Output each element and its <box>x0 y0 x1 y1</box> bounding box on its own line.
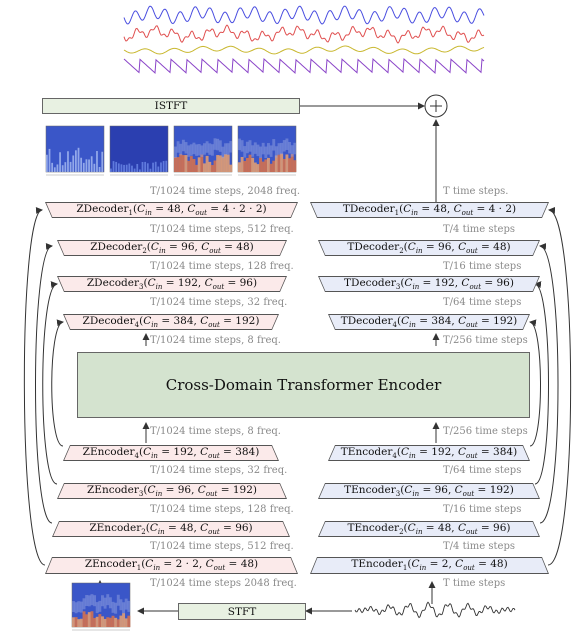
tdecoder-2-label: TDecoder2(Cin = 96, Cout = 48) <box>347 240 511 256</box>
transformer-label: Cross-Domain Transformer Encoder <box>165 376 442 394</box>
tencoder-3-label: TEncoder3(Cin = 96, Cout = 192) <box>344 483 514 499</box>
output-waveforms <box>123 5 485 74</box>
waveform-3 <box>123 45 485 55</box>
spectrogram-input <box>71 582 131 631</box>
istft-block: ISTFT <box>42 98 300 114</box>
zdecoder-1: ZDecoder1(Cin = 48, Cout = 4 · 2 · 2) <box>45 202 298 218</box>
z-annot-dec1: T/1024 time steps, 2048 freq. <box>150 186 301 197</box>
zencoder-4-label: ZEncoder4(Cin = 192, Cout = 384) <box>82 445 260 461</box>
z-annot-enc4: T/1024 time steps, 32 freq. <box>150 465 288 476</box>
zdecoder-2-label: ZDecoder2(Cin = 96, Cout = 48) <box>90 240 254 256</box>
input-waveform <box>354 601 516 619</box>
z-annot-enc1: T/1024 time steps 2048 freq. <box>150 578 297 589</box>
t-annot-dec3: T/16 time steps <box>443 261 522 272</box>
t-annot-dec1: T time steps. <box>443 186 509 197</box>
spectrogram-1 <box>45 125 105 176</box>
waveform-1 <box>123 5 485 25</box>
tencoder-2-label: TEncoder2(Cin = 48, Cout = 96) <box>347 521 511 537</box>
zdecoder-1-label: ZDecoder1(Cin = 48, Cout = 4 · 2 · 2) <box>76 202 267 218</box>
z-annot-dec2: T/1024 time steps, 512 freq. <box>150 224 294 235</box>
zdecoder-2: ZDecoder2(Cin = 96, Cout = 48) <box>57 240 287 256</box>
spectrogram-2 <box>109 125 169 176</box>
zdecoder-4-label: ZDecoder4(Cin = 384, Cout = 192) <box>82 314 260 330</box>
t-annot-enc3: T/16 time steps <box>443 504 522 515</box>
input-spectrogram <box>71 582 131 631</box>
skip-z3 <box>42 281 58 485</box>
zdecoder-3-label: ZDecoder3(Cin = 192, Cout = 96) <box>86 276 258 292</box>
skip-z2 <box>35 243 53 524</box>
z-annot-enc3: T/1024 time steps, 128 freq. <box>150 504 294 515</box>
stft-block: STFT <box>178 603 306 620</box>
t-annot-transformer-above: T/256 time steps <box>443 335 528 346</box>
zencoder-1: ZEncoder1(Cin = 2 · 2, Cout = 48) <box>45 557 298 574</box>
skip-z1 <box>23 207 46 566</box>
input-waveform-line <box>354 601 516 619</box>
tdecoder-4-label: TDecoder4(Cin = 384, Cout = 192) <box>340 314 518 330</box>
t-annot-enc4: T/64 time steps <box>443 465 522 476</box>
tencoder-1-label: TEncoder1(Cin = 2, Cout = 48) <box>351 558 508 573</box>
tdecoder-2: TDecoder2(Cin = 96, Cout = 48) <box>318 240 540 256</box>
tdecoder-4: TDecoder4(Cin = 384, Cout = 192) <box>328 314 530 330</box>
zdecoder-4: ZDecoder4(Cin = 384, Cout = 192) <box>63 314 279 330</box>
tdecoder-1: TDecoder1(Cin = 48, Cout = 4 · 2) <box>310 202 549 218</box>
skip-t1 <box>547 206 572 566</box>
t-annot-transformer-below: T/256 time steps <box>443 426 528 437</box>
zencoder-2: ZEncoder2(Cin = 48, Cout = 96) <box>52 521 290 537</box>
z-annot-transformer-above: T/1024 time steps, 8 freq. <box>150 335 281 346</box>
tdecoder-1-label: TDecoder1(Cin = 48, Cout = 4 · 2) <box>342 202 517 218</box>
z-annot-dec4: T/1024 time steps, 32 freq. <box>150 297 288 308</box>
zencoder-1-label: ZEncoder1(Cin = 2 · 2, Cout = 48) <box>84 558 259 573</box>
zencoder-3: ZEncoder3(Cin = 96, Cout = 192) <box>57 483 287 499</box>
z-annot-enc2: T/1024 time steps, 512 freq. <box>150 541 294 552</box>
zencoder-3-label: ZEncoder3(Cin = 96, Cout = 192) <box>87 483 257 499</box>
stft-label: STFT <box>227 605 257 618</box>
cross-domain-transformer-block: Cross-Domain Transformer Encoder <box>77 352 530 418</box>
t-annot-enc2: T/4 time steps <box>443 541 515 552</box>
z-annot-dec3: T/1024 time steps, 128 freq. <box>150 261 294 272</box>
istft-label: ISTFT <box>154 100 188 112</box>
zdecoder-3: ZDecoder3(Cin = 192, Cout = 96) <box>57 276 287 292</box>
spectrogram-3 <box>173 125 233 176</box>
waveform-2 <box>123 24 485 44</box>
z-annot-transformer-below: T/1024 time steps, 8 freq. <box>150 426 281 437</box>
skip-t3 <box>534 281 549 485</box>
t-annot-dec4: T/64 time steps <box>443 297 522 308</box>
skip-z4 <box>51 319 64 447</box>
t-annot-enc1: T time steps <box>443 578 506 589</box>
tdecoder-3: TDecoder3(Cin = 192, Cout = 96) <box>318 276 540 292</box>
tencoder-4: TEncoder4(Cin = 192, Cout = 384) <box>328 445 530 461</box>
tencoder-3: TEncoder3(Cin = 96, Cout = 192) <box>318 483 540 499</box>
zencoder-2-label: ZEncoder2(Cin = 48, Cout = 96) <box>89 521 253 537</box>
tencoder-4-label: TEncoder4(Cin = 192, Cout = 384) <box>340 445 518 461</box>
waveform-4 <box>123 57 485 74</box>
output-spectrograms <box>45 125 297 176</box>
zencoder-4: ZEncoder4(Cin = 192, Cout = 384) <box>63 445 279 461</box>
spectrogram-4 <box>237 125 297 176</box>
tencoder-2: TEncoder2(Cin = 48, Cout = 96) <box>318 521 540 537</box>
skip-t4 <box>529 319 541 447</box>
t-annot-dec2: T/4 time steps <box>443 224 515 235</box>
tdecoder-3-label: TDecoder3(Cin = 192, Cout = 96) <box>344 276 514 292</box>
tencoder-1: TEncoder1(Cin = 2, Cout = 48) <box>310 557 549 574</box>
skip-t2 <box>539 243 559 524</box>
